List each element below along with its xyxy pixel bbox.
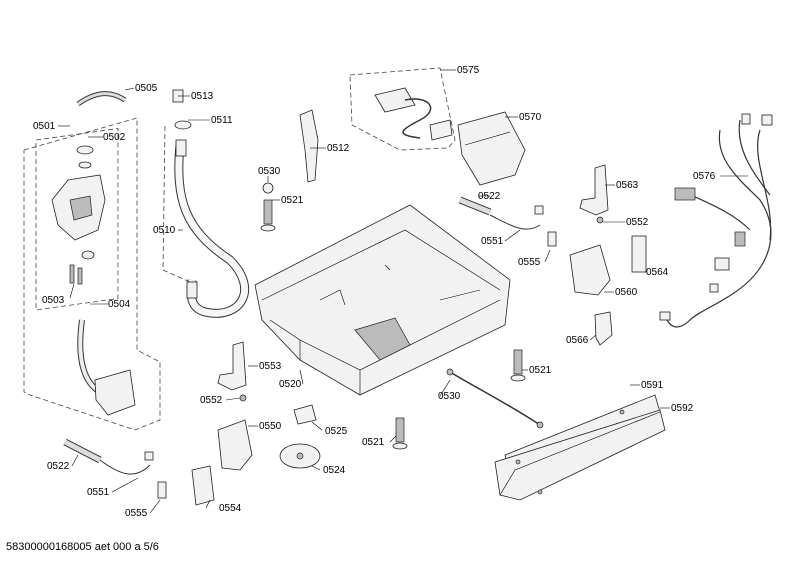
label-0502: 0502	[103, 132, 126, 143]
label-0524: 0524	[323, 465, 346, 476]
bracket-0563	[579, 164, 609, 216]
label-0501: 0501	[33, 121, 56, 132]
water-inlet-assembly-group	[23, 91, 161, 431]
bracket-0554	[191, 465, 215, 506]
connector-0564	[631, 235, 647, 273]
base-tub	[254, 204, 511, 396]
label-0592: 0592	[671, 403, 694, 414]
label-0505: 0505	[135, 83, 158, 94]
part-0566	[594, 311, 613, 346]
part-labels: 0505 0501 0502 0503 0504 0513 0511 0510 …	[33, 65, 716, 519]
screw-part-c	[392, 417, 408, 450]
label-0560: 0560	[615, 287, 638, 298]
leader-lines	[58, 69, 748, 514]
label-0511: 0511	[211, 115, 233, 126]
label-0513: 0513	[191, 91, 214, 102]
label-0552-top: 0552	[626, 217, 649, 228]
label-0504: 0504	[108, 299, 131, 310]
wiring-harness	[659, 113, 773, 328]
label-0555-bottom: 0555	[125, 508, 148, 519]
bracket-0553	[217, 341, 247, 391]
screw-part-a	[260, 199, 276, 232]
clip-0552-top	[596, 216, 604, 224]
clip-0552-bottom	[239, 394, 247, 402]
control-module-group	[349, 67, 526, 186]
part-0525	[293, 404, 317, 425]
sensor-bottom	[63, 438, 167, 499]
label-0521-mid: 0521	[529, 365, 552, 376]
label-0520: 0520	[279, 379, 302, 390]
label-0552-bottom: 0552	[200, 395, 223, 406]
label-0525: 0525	[325, 426, 348, 437]
label-0522-top: 0522	[478, 191, 501, 202]
label-0530-bottom: 0530	[438, 391, 461, 402]
nut-part	[262, 182, 274, 194]
label-0555-top: 0555	[518, 257, 541, 268]
cable-0530	[449, 371, 541, 426]
label-0570: 0570	[519, 112, 542, 123]
label-0566: 0566	[566, 335, 589, 346]
label-0553: 0553	[259, 361, 282, 372]
screw-part-b	[510, 349, 526, 382]
label-0503: 0503	[42, 295, 65, 306]
label-0551-top: 0551	[481, 236, 504, 247]
float-part	[299, 109, 319, 183]
kick-plates	[494, 394, 666, 501]
label-0521-bottom: 0521	[362, 437, 385, 448]
label-0522-bottom: 0522	[47, 461, 70, 472]
label-0510: 0510	[153, 225, 176, 236]
label-0551-bottom: 0551	[87, 487, 110, 498]
bracket-0550	[217, 419, 253, 471]
document-code: 58300000168005 aet 000 a 5/6	[6, 541, 159, 553]
bracket-0560	[569, 244, 611, 296]
label-0576: 0576	[693, 171, 716, 182]
label-0575: 0575	[457, 65, 480, 76]
label-0530-top: 0530	[258, 166, 281, 177]
label-0563: 0563	[616, 180, 639, 191]
label-0550: 0550	[259, 421, 282, 432]
label-0521-top: 0521	[281, 195, 304, 206]
label-0554: 0554	[219, 503, 242, 514]
sensor-top	[458, 196, 557, 247]
label-0512: 0512	[327, 143, 350, 154]
label-0591: 0591	[641, 380, 664, 391]
label-0564: 0564	[646, 267, 669, 278]
